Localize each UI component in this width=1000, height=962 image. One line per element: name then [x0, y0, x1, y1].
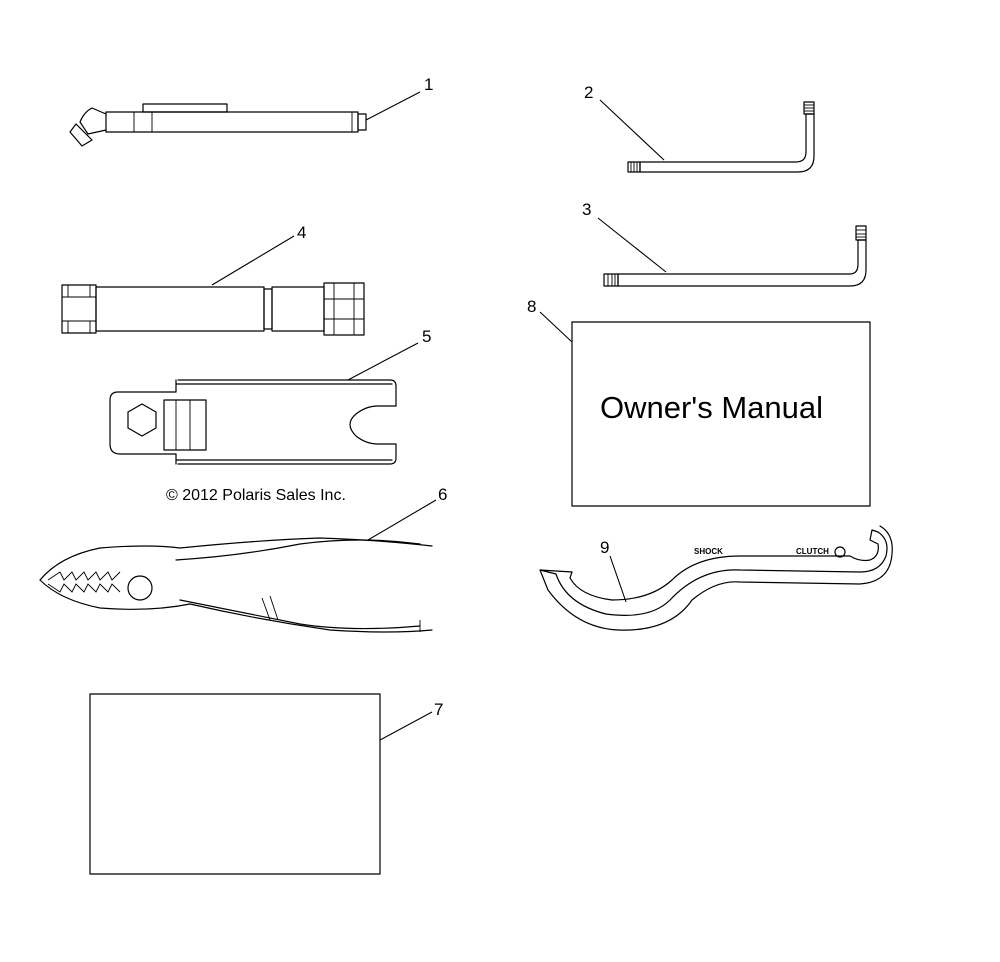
copyright-notice: © 2012 Polaris Sales Inc. — [166, 487, 346, 504]
part-5-wrench: 5 — [109, 327, 431, 465]
part-8-owners-manual: Owner's Manual 8 — [527, 297, 871, 507]
part-6-pliers: 6 — [39, 485, 447, 633]
part-4-spark-plug-socket: 4 — [61, 223, 365, 336]
callout-7: 7 — [434, 700, 443, 719]
part-3-torx-wrench: 3 — [582, 200, 867, 287]
callout-3: 3 — [582, 200, 591, 219]
part-9-spanner-wrench: SHOCK CLUTCH 9 — [539, 525, 893, 631]
part-2-torx-wrench: 2 — [584, 83, 815, 173]
spanner-shock-label: SHOCK — [694, 547, 723, 556]
callout-6: 6 — [438, 485, 447, 504]
callout-4: 4 — [297, 223, 306, 242]
callout-8: 8 — [527, 297, 536, 316]
callout-9: 9 — [600, 538, 609, 557]
spanner-clutch-label: CLUTCH — [796, 547, 829, 556]
owners-manual-title: Owner's Manual — [600, 390, 823, 425]
callout-1: 1 — [424, 75, 433, 94]
part-1-pressure-gauge: 1 — [69, 75, 433, 147]
part-7-document: 7 — [89, 693, 443, 875]
callout-5: 5 — [422, 327, 431, 346]
callout-2: 2 — [584, 83, 593, 102]
